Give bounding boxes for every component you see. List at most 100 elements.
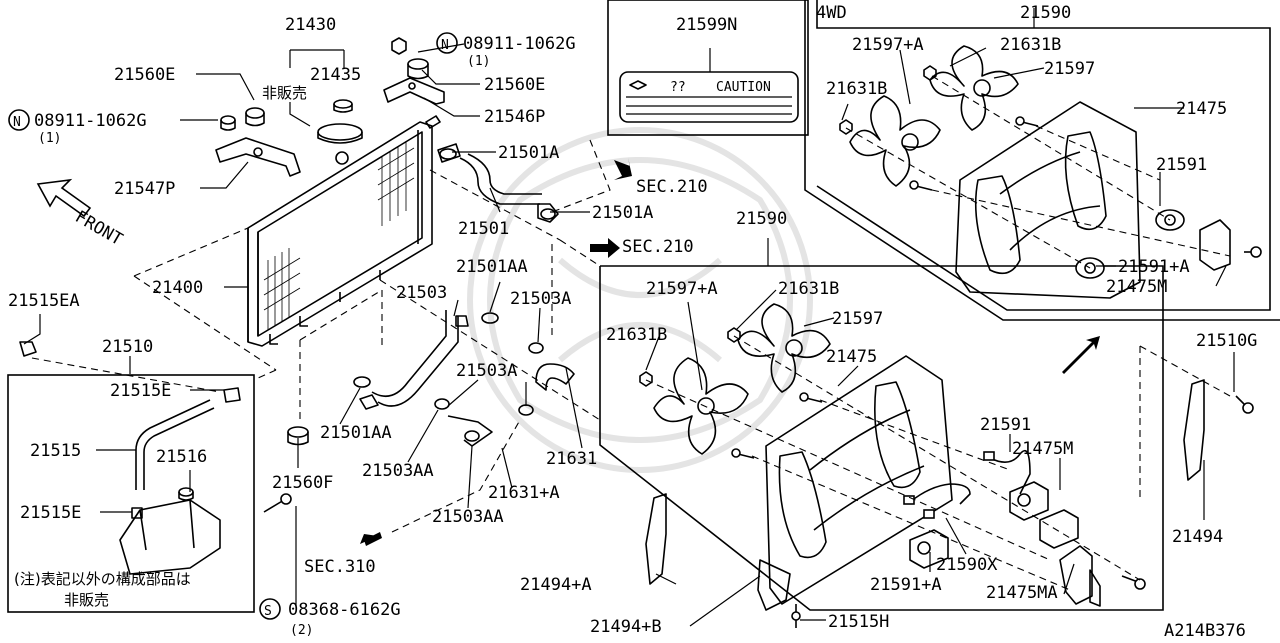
label-21400: 21400 <box>152 278 203 298</box>
label-sec210-a: SEC.210 <box>636 177 708 197</box>
label-21560F: 21560F <box>272 473 333 493</box>
front-arrow <box>36 178 92 218</box>
caution-label-number: ?? <box>670 80 686 95</box>
circle-n-letter-left: N <box>13 115 21 130</box>
label-21475M-mid: 21475M <box>1012 439 1073 459</box>
label-21503A-a: 21503A <box>510 289 571 309</box>
mount-bushings <box>220 37 429 446</box>
label-21516: 21516 <box>156 447 207 467</box>
label-21591-mid: 21591 <box>980 415 1031 435</box>
label-21631A: 21631+A <box>488 483 560 503</box>
label-08911-top: 08911-1062G <box>463 34 576 54</box>
label-08368: 08368-6162G <box>288 600 401 620</box>
label-21430: 21430 <box>285 15 336 35</box>
circled-n-icon <box>8 32 458 131</box>
label-21597A-top: 21597+A <box>852 35 924 55</box>
note-line-1: (注)表記以外の構成部品は <box>14 570 191 588</box>
upper-hose-21501 <box>437 143 559 223</box>
label-21494: 21494 <box>1172 527 1223 547</box>
caution-label-box <box>607 0 809 136</box>
fan-main-dashlines <box>645 335 1231 591</box>
label-21590-top: 21590 <box>1020 3 1071 23</box>
bolts <box>263 246 1262 628</box>
bracket-21546P <box>383 77 445 105</box>
label-21591-top: 21591 <box>1156 155 1207 175</box>
label-21501A-top: 21501A <box>498 143 559 163</box>
label-08911-left: 08911-1062G <box>34 111 147 131</box>
label-21435: 21435 <box>310 65 361 85</box>
leader-lines <box>23 8 1235 627</box>
label-21597-mid: 21597 <box>832 309 883 329</box>
label-21501: 21501 <box>458 219 509 239</box>
label-21503A-b: 21503A <box>456 361 517 381</box>
sec-arrows <box>360 158 1100 546</box>
label-qty-left: (1) <box>38 131 61 146</box>
label-21501AA-a: 21501AA <box>456 257 528 277</box>
label-21475-top: 21475 <box>1176 99 1227 119</box>
label-21597A-mid: 21597+A <box>646 279 718 299</box>
label-21631B-mid: 21631B <box>778 279 839 299</box>
label-21599N: 21599N <box>676 15 737 35</box>
label-21560E-top: 21560E <box>484 75 545 95</box>
label-21494B: 21494+B <box>590 617 662 637</box>
note-line-2: 非販売 <box>64 591 109 609</box>
label-21515EA: 21515EA <box>8 291 80 311</box>
label-21631: 21631 <box>546 449 597 469</box>
label-21510: 21510 <box>102 337 153 357</box>
label-sec310: SEC.310 <box>304 557 376 577</box>
label-21503: 21503 <box>396 283 447 303</box>
label-21475M-top: 21475M <box>1106 277 1167 297</box>
watermark <box>467 127 813 473</box>
label-21597-top: 21597 <box>1044 59 1095 79</box>
circled-s-icon <box>259 598 281 620</box>
label-21503AA-b: 21503AA <box>432 507 504 527</box>
label-21631B-top2: 21631B <box>826 79 887 99</box>
label-4wd: 4WD <box>816 3 847 23</box>
fan-4wd-dashlines <box>845 75 1231 269</box>
label-qty-top: (1) <box>467 54 490 69</box>
caution-label-text: CAUTION <box>716 80 771 95</box>
bracket-21547P <box>215 137 301 177</box>
part-labels: N N S 21430 21560E 21435 非販売 08911-1062G… <box>8 3 1257 641</box>
label-front: FRONT <box>72 207 126 250</box>
circle-s-letter: S <box>264 604 272 619</box>
circle-n-letter-top: N <box>441 38 449 53</box>
label-21494A: 21494+A <box>520 575 592 595</box>
label-21515H: 21515H <box>828 612 889 632</box>
label-21475-mid: 21475 <box>826 347 877 367</box>
label-not-for-sale-top: 非販売 <box>262 84 307 102</box>
radiator-cap-21430 <box>317 99 363 144</box>
label-qty-s: (2) <box>290 623 313 638</box>
label-21631B-top: 21631B <box>1000 35 1061 55</box>
label-21515E-a: 21515E <box>110 381 171 401</box>
4wd-fan-box <box>804 0 1280 321</box>
label-21631B-mid2: 21631B <box>606 325 667 345</box>
label-21546P: 21546P <box>484 107 545 127</box>
label-21590X: 21590X <box>936 555 998 575</box>
seal-21494 <box>645 379 1205 611</box>
label-21515E-b: 21515E <box>20 503 81 523</box>
lower-hose-21503 <box>359 310 575 447</box>
fan-main <box>639 303 1101 607</box>
diagram-reference-code: A214B376 <box>1164 621 1246 639</box>
label-sec210-b: SEC.210 <box>622 237 694 257</box>
label-21503AA-a: 21503AA <box>362 461 434 481</box>
label-21591A-mid: 21591+A <box>870 575 942 595</box>
label-21475MA: 21475MA <box>986 583 1058 603</box>
fan-assembly-box <box>599 265 1164 611</box>
fan-4wd <box>839 45 1231 299</box>
label-21510G: 21510G <box>1196 331 1257 351</box>
reservoir-box <box>7 374 255 613</box>
label-21501AA-b: 21501AA <box>320 423 392 443</box>
label-21560E-left: 21560E <box>114 65 175 85</box>
label-21515: 21515 <box>30 441 81 461</box>
reservoir-tank-21510 <box>19 341 241 575</box>
label-21590-mid: 21590 <box>736 209 787 229</box>
label-21501A-mid: 21501A <box>592 203 653 223</box>
label-21547P: 21547P <box>114 179 175 199</box>
label-21591A-top: 21591+A <box>1118 257 1190 277</box>
assembly-dashlines <box>31 139 611 533</box>
hose-clamps <box>353 148 556 442</box>
